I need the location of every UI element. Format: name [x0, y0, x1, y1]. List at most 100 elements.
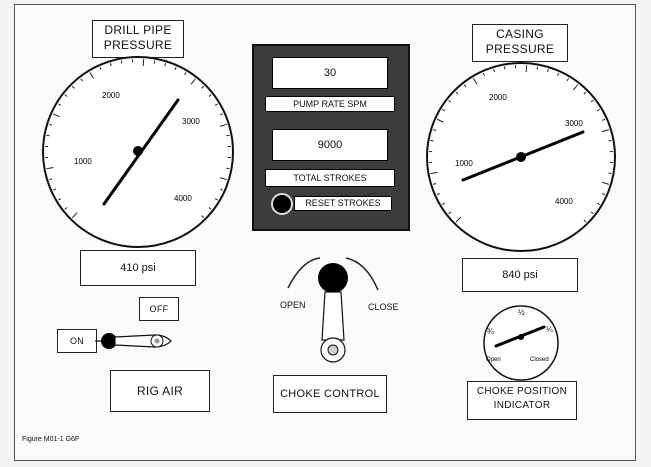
gauge-tick [49, 178, 53, 181]
gauge-tick [436, 118, 444, 123]
gauge-tick [58, 198, 62, 201]
gauge-tick [46, 167, 54, 170]
cs-tick-3000: 3000 [565, 119, 583, 128]
gauge-tick [590, 99, 594, 103]
gauge-tick [566, 78, 570, 82]
gauge-tick [71, 85, 75, 89]
gauge-tick [153, 60, 156, 64]
gauge-tick [219, 123, 227, 127]
gauge-tick [503, 66, 506, 70]
gauge-tick [590, 211, 594, 215]
cpi-quarter: ¼ [546, 325, 553, 334]
gauge-tick [583, 219, 587, 223]
choke-control-title: CHOKE CONTROL [273, 375, 387, 413]
gauge-tick [442, 108, 446, 112]
cs-tick-1000: 1000 [455, 159, 473, 168]
gauge-tick [164, 63, 167, 67]
gauge-tick [442, 202, 446, 206]
gauge-tick [52, 113, 60, 118]
gauge-tick [58, 103, 62, 106]
gauge-tick [472, 78, 478, 85]
reset-strokes-button[interactable] [271, 193, 293, 215]
drill-pipe-readout: 410 psi [80, 250, 196, 286]
gauge-tick [557, 72, 560, 77]
gauge-tick [64, 207, 68, 210]
total-strokes-value: 9000 [272, 129, 388, 161]
gauge-tick [493, 69, 495, 73]
gauge-tick [608, 172, 612, 175]
choke-close-label: CLOSE [368, 302, 399, 312]
gauge-tick [482, 72, 485, 77]
gauge-tick [184, 72, 187, 76]
casing-gauge: 2000 3000 1000 4000 [426, 62, 616, 252]
dp-tick-4000: 4000 [174, 194, 192, 203]
gauge-tick [602, 181, 609, 185]
drill-pipe-gauge: 2000 3000 1000 4000 [42, 56, 234, 248]
pump-rate-label: PUMP RATE SPM [265, 96, 395, 112]
gauge-tick [596, 202, 600, 206]
cpi-title-line1: CHOKE POSITION [476, 386, 568, 397]
cpi-closed: Closed [530, 357, 549, 363]
gauge-tick [455, 91, 459, 95]
gauge-tick [120, 60, 123, 64]
gauge-tick [536, 66, 539, 70]
dp-tick-1000: 1000 [74, 157, 92, 166]
gauge-tick [99, 66, 102, 71]
gauge-tick [463, 84, 467, 88]
gauge-tick [89, 72, 94, 79]
gauge-tick [226, 167, 230, 170]
rig-air-toggle[interactable] [95, 327, 185, 357]
casing-readout: 840 psi [462, 258, 578, 292]
cs-hub [516, 152, 526, 162]
gauge-tick [109, 63, 112, 67]
gauge-tick [430, 171, 438, 175]
casing-title-line1: CASING [496, 27, 544, 41]
drill-pipe-title: DRILL PIPE PRESSURE [92, 20, 184, 58]
drill-pipe-title-line1: DRILL PIPE [104, 23, 172, 37]
gauge-tick [71, 212, 78, 219]
gauge-tick [46, 134, 50, 137]
gauge-tick [201, 215, 205, 219]
gauge-tick [433, 129, 437, 131]
cs-tick-4000: 4000 [555, 197, 573, 206]
total-strokes-label: TOTAL STROKES [265, 169, 395, 187]
choke-control-lever[interactable] [262, 252, 402, 382]
cpi-hub [518, 334, 524, 340]
gauge-tick [190, 78, 196, 85]
gauge-tick [608, 139, 612, 142]
gauge-tick [430, 139, 434, 142]
cpi-half: ½ [518, 308, 525, 317]
figure-caption: Figure M01-1 G6F [22, 436, 80, 443]
rig-air-off-button[interactable]: OFF [139, 297, 179, 321]
choke-position-title: CHOKE POSITION INDICATOR [467, 381, 577, 420]
gauge-tick [601, 193, 606, 196]
gauge-tick [448, 211, 452, 215]
gauge-tick [208, 94, 212, 97]
gauge-tick [602, 129, 609, 133]
gauge-tick [436, 193, 441, 196]
rig-air-on-button[interactable]: ON [57, 329, 97, 353]
gauge-tick [214, 103, 218, 106]
gauge-tick [455, 216, 462, 223]
gauge-tick [596, 108, 600, 112]
choke-open-label: OPEN [280, 300, 306, 310]
cs-tick-2000: 2000 [489, 93, 507, 102]
choke-position-gauge: ½ ¾ ¼ Open Closed [483, 305, 559, 381]
casing-title-line2: PRESSURE [485, 42, 555, 56]
reset-strokes-label: RESET STROKES [294, 196, 392, 211]
gauge-tick [64, 94, 68, 97]
gauge-tick [573, 84, 579, 91]
gauge-tick [208, 207, 212, 210]
gauge-tick [448, 99, 452, 103]
gauge-tick [201, 85, 205, 89]
gauge-tick [219, 113, 224, 116]
gauge-tick [547, 69, 549, 73]
dp-tick-2000: 2000 [102, 91, 120, 100]
dp-tick-3000: 3000 [182, 117, 200, 126]
casing-title: CASING PRESSURE [472, 24, 568, 62]
gauge-tick [80, 78, 83, 82]
gauge-tick [583, 91, 587, 95]
gauge-tick [174, 66, 177, 71]
gauge-tick [49, 123, 53, 126]
gauge-tick [214, 198, 218, 201]
